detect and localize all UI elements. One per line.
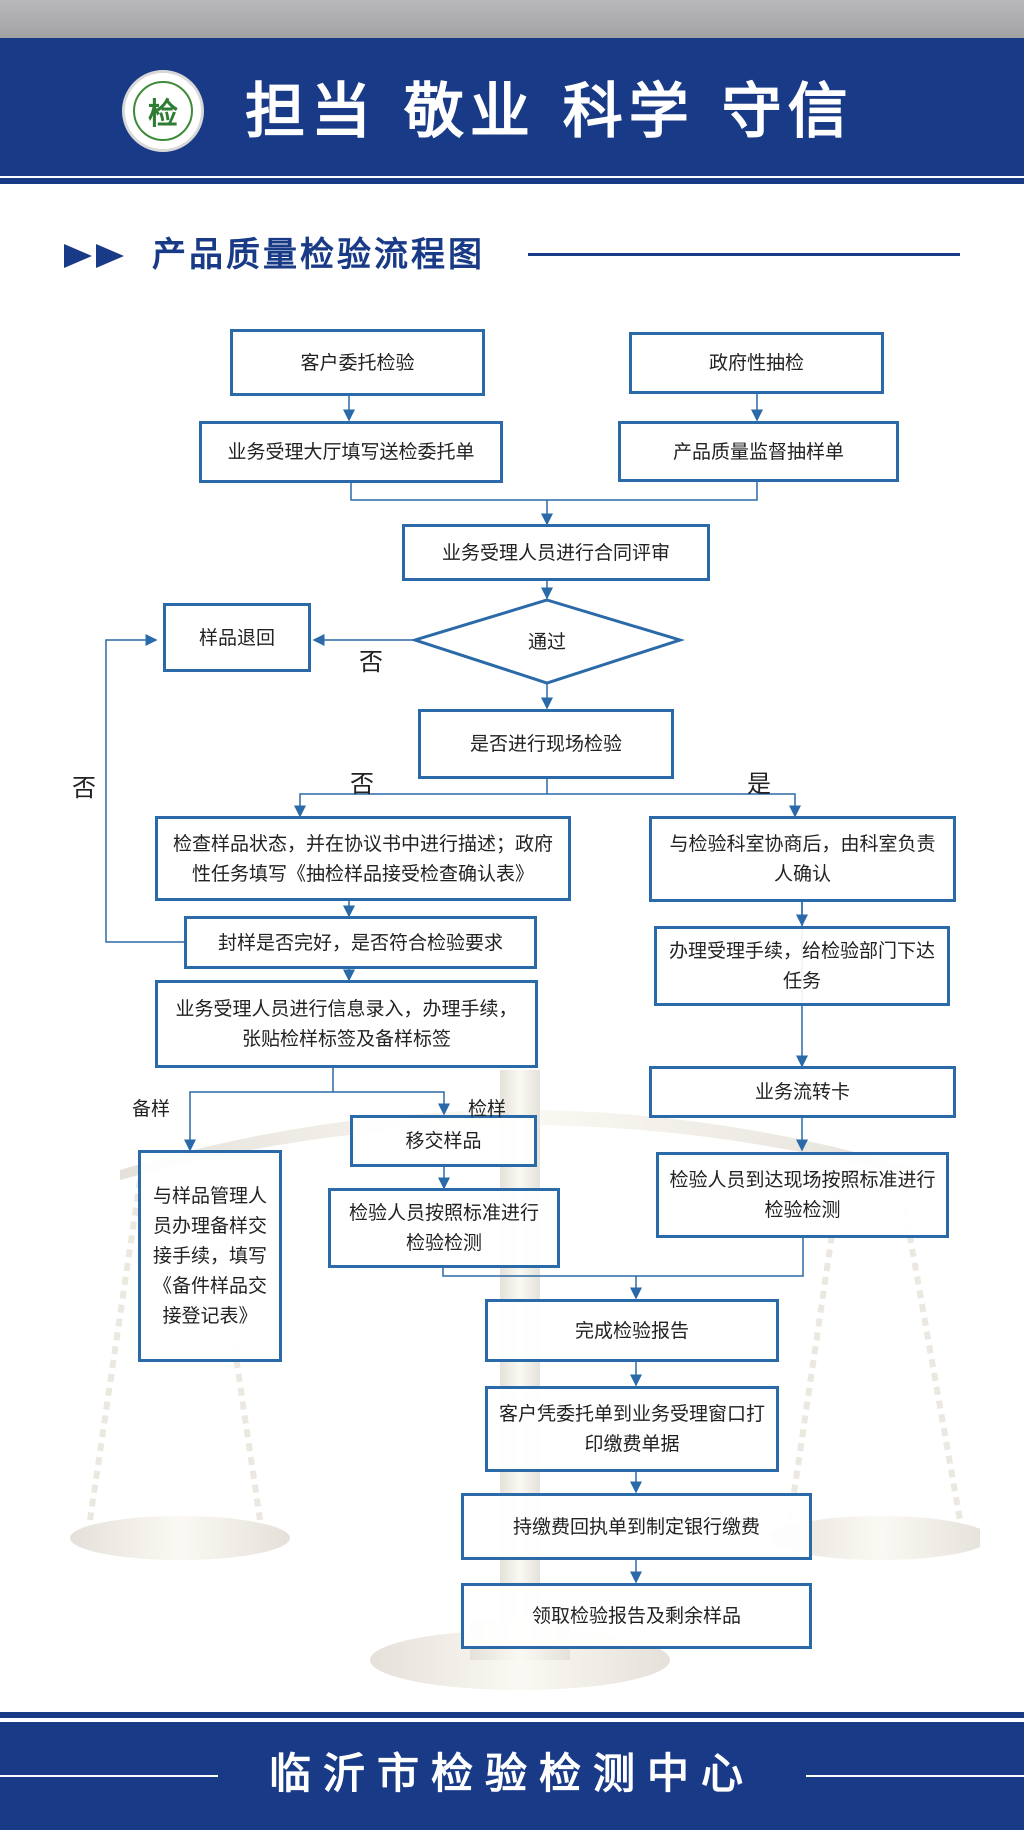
- box-check-sample-state: 检查样品状态，并在协议书中进行描述；政府性任务填写《抽检样品接受检查确认表》: [155, 816, 571, 901]
- footer-rule-right: [806, 1775, 1024, 1777]
- decision-diamond: [409, 598, 686, 685]
- box-sealed-ok: 封样是否完好，是否符合检验要求: [184, 916, 537, 969]
- center-logo: 检: [122, 70, 204, 152]
- label-no-pass: 否: [359, 648, 383, 676]
- section-title: 产品质量检验流程图: [152, 235, 485, 275]
- box-print-receipt: 客户凭委托单到业务受理窗口打印缴费单据: [485, 1386, 779, 1472]
- footer-overline: [0, 1712, 1024, 1718]
- box-workflow-card: 业务流转卡: [649, 1066, 956, 1118]
- box-backup-handover: 与样品管理人员办理备样交接手续，填写《备件样品交接登记表》: [138, 1150, 282, 1362]
- label-test-sample: 检样: [468, 1098, 507, 1120]
- box-quality-sampling-form: 产品质量监督抽样单: [618, 421, 899, 482]
- box-customer-entrust: 客户委托检验: [230, 329, 485, 396]
- logo-glyph: 检: [148, 97, 178, 132]
- decision-pass-label: 通过: [527, 630, 566, 653]
- header-underline: [0, 178, 1024, 184]
- box-inspect-by-standard: 检验人员按照标准进行检验检测: [328, 1188, 560, 1268]
- label-backup-sample: 备样: [132, 1098, 171, 1120]
- box-transfer-sample: 移交样品: [350, 1115, 537, 1167]
- slogan: 担当 敬业 科学 守信: [245, 77, 854, 147]
- top-gray-band: [0, 0, 1024, 38]
- footer-rule-left: [0, 1775, 218, 1777]
- box-hall-fill-form: 业务受理大厅填写送检委托单: [199, 421, 503, 483]
- box-gov-sampling: 政府性抽检: [629, 332, 884, 394]
- double-triangle-icon: [64, 244, 124, 268]
- box-info-entry: 业务受理人员进行信息录入，办理手续，张贴检样标签及备样标签: [155, 980, 538, 1068]
- label-no-onsite: 否: [350, 770, 374, 798]
- box-handle-procedures: 办理受理手续，给检验部门下达任务: [654, 926, 950, 1006]
- box-collect-report: 领取检验报告及剩余样品: [461, 1583, 812, 1649]
- label-yes-onsite: 是: [747, 770, 771, 798]
- box-onsite-inspect: 检验人员到达现场按照标准进行检验检测: [656, 1152, 949, 1238]
- box-complete-report: 完成检验报告: [485, 1299, 779, 1362]
- box-sample-return: 样品退回: [163, 603, 311, 672]
- label-no-sealed: 否: [72, 774, 96, 802]
- logo-emblem-icon: 检: [133, 81, 193, 141]
- box-contract-review: 业务受理人员进行合同评审: [402, 524, 710, 581]
- box-pay-bank: 持缴费回执单到制定银行缴费: [461, 1493, 812, 1560]
- footer-title: 临沂市检验检测中心: [268, 1749, 755, 1798]
- section-rule: [528, 253, 960, 256]
- box-onsite-check: 是否进行现场检验: [418, 709, 674, 779]
- box-consult-dept: 与检验科室协商后，由科室负责人确认: [649, 816, 956, 902]
